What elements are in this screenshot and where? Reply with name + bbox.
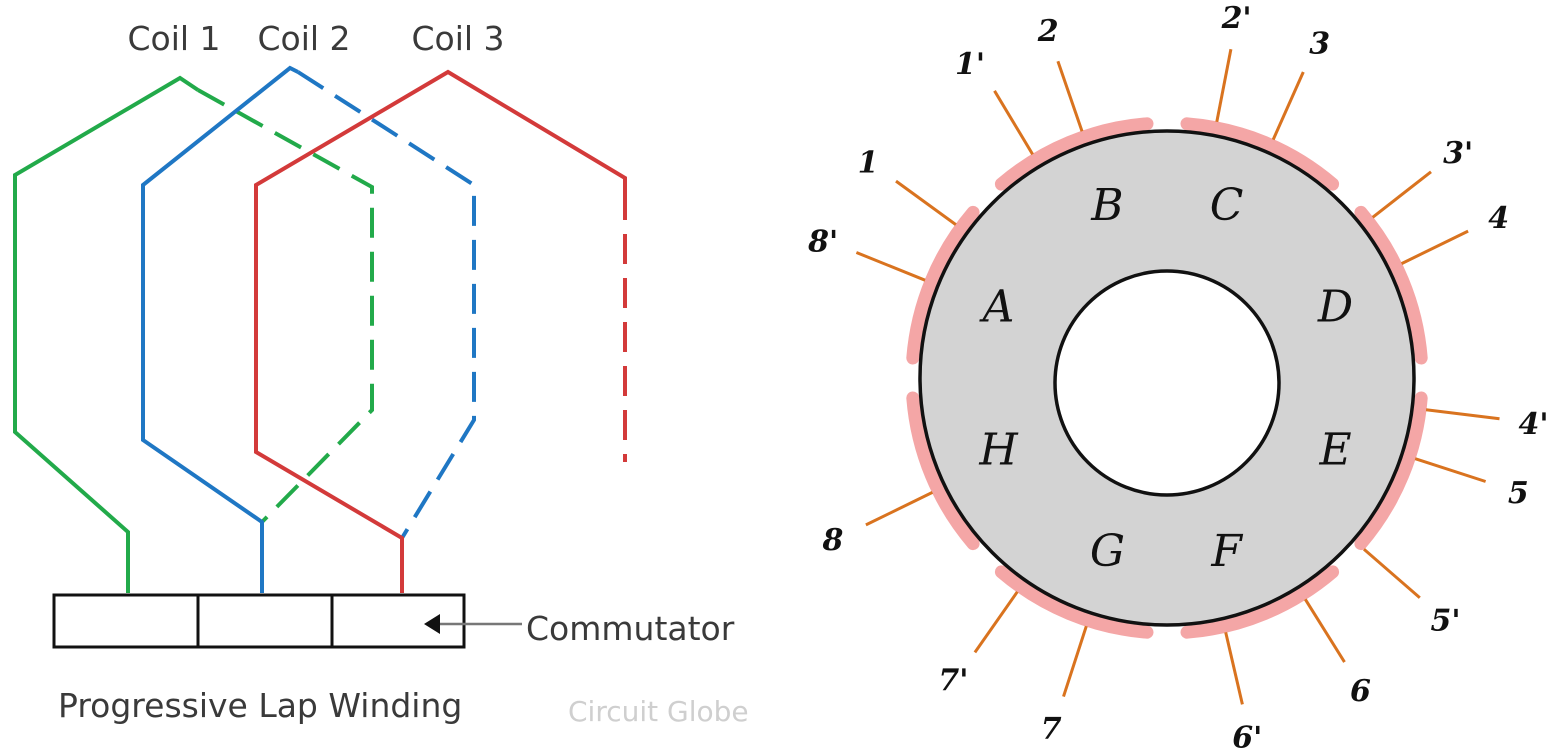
coil-1 bbox=[13, 75, 374, 593]
brush-arc-a bbox=[994, 117, 1154, 191]
conductor-lead bbox=[865, 491, 934, 527]
coil-1-label: Coil 1 bbox=[127, 19, 220, 58]
conductor-lead bbox=[1414, 457, 1487, 483]
segment-label-c: C bbox=[1210, 180, 1244, 231]
conductor-lead bbox=[1215, 48, 1233, 123]
conductor-lead bbox=[855, 251, 926, 282]
conductor-lead bbox=[1400, 229, 1469, 265]
conductor-label: 2' bbox=[1221, 1, 1252, 36]
segment-label-e: E bbox=[1318, 425, 1351, 476]
conductor-lead bbox=[1056, 60, 1084, 132]
conductor-label: 8' bbox=[807, 225, 838, 260]
segment-label-b: B bbox=[1090, 180, 1123, 231]
conductor-label: 6 bbox=[1350, 674, 1371, 709]
conductor-lead bbox=[1271, 71, 1305, 141]
coil-1-dashed-side bbox=[197, 88, 374, 524]
brush-arc-d bbox=[1354, 391, 1428, 551]
conductor-label: 7 bbox=[1041, 712, 1062, 747]
armature-diagram: A B C D E F G H 1 1' 2 2' 3 3' 4 4' 5 5' 6 6' 7 7' 8 8' bbox=[807, 1, 1548, 749]
brush-arc-c bbox=[1354, 205, 1428, 365]
conductor-lead bbox=[1425, 408, 1500, 421]
lap-winding-diagram: Coil 1 Coil 2 Coil 3 Commutator Progress… bbox=[13, 19, 749, 728]
conductor-lead bbox=[1371, 170, 1432, 219]
conductor-lead bbox=[1304, 598, 1346, 663]
conductor-label: 1' bbox=[955, 47, 985, 82]
segment-label-a: A bbox=[979, 282, 1015, 333]
conductor-label: 6' bbox=[1232, 721, 1262, 749]
conductor-label: 4' bbox=[1518, 407, 1548, 442]
commutator-bar bbox=[52, 593, 466, 649]
coil-1-solid-side bbox=[13, 75, 200, 593]
coil-3 bbox=[254, 69, 627, 593]
conductor-lead bbox=[973, 590, 1019, 654]
coil-3-label: Coil 3 bbox=[411, 19, 504, 58]
brush-arc-g bbox=[906, 391, 980, 551]
brush-arc-b bbox=[1180, 117, 1340, 191]
credit-watermark: Circuit Globe bbox=[568, 695, 749, 728]
diagram-title: Progressive Lap Winding bbox=[58, 686, 462, 725]
conductor-label: 3' bbox=[1443, 136, 1473, 171]
brush-arcs bbox=[906, 117, 1428, 639]
coil-2-label: Coil 2 bbox=[257, 19, 350, 58]
conductor-lead bbox=[1224, 631, 1244, 705]
conductor-label: 5' bbox=[1430, 604, 1460, 639]
segment-label-f: F bbox=[1210, 526, 1243, 577]
commutator bbox=[52, 593, 522, 649]
conductor-leads bbox=[855, 48, 1500, 705]
conductor-lead bbox=[1062, 625, 1088, 698]
conductor-lead bbox=[1363, 548, 1421, 599]
brush-arc-h bbox=[906, 205, 980, 365]
conductor-label: 1 bbox=[858, 145, 879, 180]
coil-2-dashed-side bbox=[296, 70, 476, 540]
brush-arc-e bbox=[1180, 565, 1340, 639]
commutator-label: Commutator bbox=[526, 609, 735, 648]
conductor-label: 3 bbox=[1309, 26, 1330, 61]
brush-arc-f bbox=[994, 565, 1154, 639]
conductor-label: 2 bbox=[1037, 14, 1059, 49]
conductor-label: 5 bbox=[1508, 476, 1529, 511]
conductor-label: 8 bbox=[821, 523, 843, 558]
segment-label-h: H bbox=[978, 425, 1019, 476]
conductor-label: 7' bbox=[938, 663, 968, 698]
conductor-lead bbox=[895, 179, 957, 226]
segment-label-d: D bbox=[1317, 282, 1353, 333]
conductor-lead bbox=[993, 90, 1034, 156]
coil-2 bbox=[141, 65, 476, 593]
segment-labels: A B C D E F G H bbox=[978, 180, 1353, 577]
conductor-label: 4 bbox=[1488, 201, 1509, 236]
coil-2-solid-side bbox=[141, 65, 299, 593]
segment-label-g: G bbox=[1090, 526, 1125, 577]
conductor-labels: 1 1' 2 2' 3 3' 4 4' 5 5' 6 6' 7 7' 8 8' bbox=[807, 1, 1548, 749]
coil-3-solid-side bbox=[254, 69, 627, 593]
commutator-pointer-arrowhead bbox=[424, 614, 440, 634]
armature-bore bbox=[1053, 269, 1281, 497]
